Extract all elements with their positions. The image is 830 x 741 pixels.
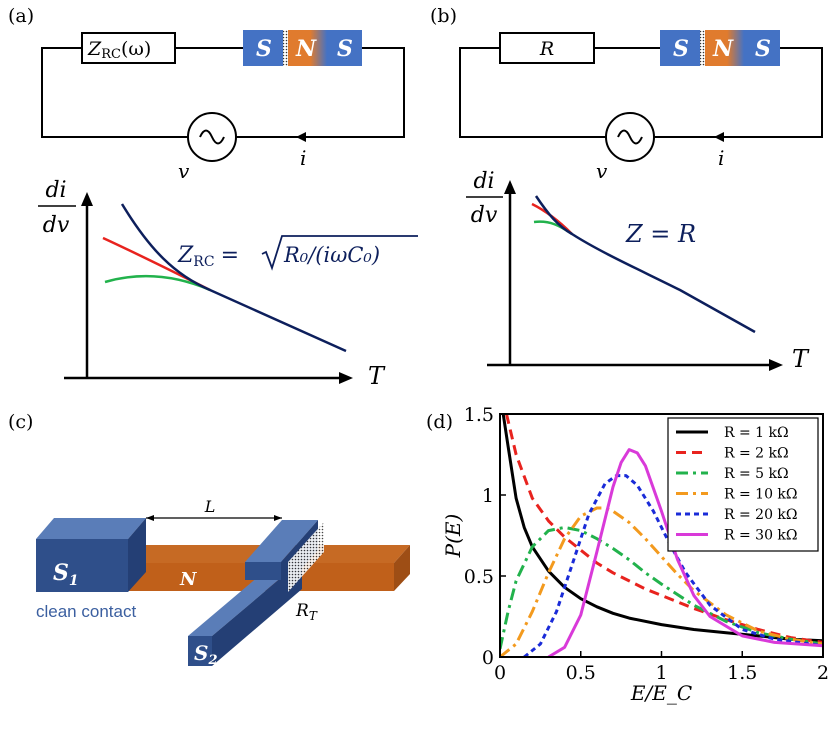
y-tick-label-3: 1.5 xyxy=(464,404,494,426)
x-tick-label-0: 0 xyxy=(494,662,506,684)
resistor-box xyxy=(499,32,595,64)
formula-a-sqrt-sign xyxy=(261,235,418,271)
junction-b-s-right xyxy=(744,30,780,66)
s2-stick-side xyxy=(212,560,302,666)
plot-b-y-arrow xyxy=(504,180,516,194)
junction-a-s-right xyxy=(327,30,362,66)
curve-b-navy xyxy=(534,195,756,334)
y-tick-label-1: 0.5 xyxy=(464,566,494,588)
current-arrow-a xyxy=(296,132,306,142)
s2-bridge-front xyxy=(245,562,281,580)
plot-b-ylabel-num: di xyxy=(473,169,494,194)
current-b-label: i xyxy=(718,146,724,170)
curve-a-navy xyxy=(120,203,347,353)
junction-b-s1-label: S xyxy=(673,36,689,62)
resistor-label: R xyxy=(539,38,554,60)
legend-box xyxy=(667,417,819,552)
series-line-6 xyxy=(547,448,823,657)
s1-label: S1 xyxy=(53,560,79,589)
junction-a-n-label: N xyxy=(295,36,317,62)
panel-d: (d) 0 0.5 1 1.5 2 0 0.5 1 1.5E/E_C P(E) R = 1 kΩ R … xyxy=(426,404,829,705)
legend-label-6: R = 30 kΩ xyxy=(724,528,798,544)
s1-side xyxy=(128,518,146,592)
panel-b-tag: (b) xyxy=(430,5,457,27)
plot-a-ylabel-den: dv xyxy=(43,213,70,238)
n-bar-side xyxy=(394,545,410,591)
junction-a-n xyxy=(285,30,327,66)
impedance-label: ZRC(ω) xyxy=(87,38,151,62)
plot-a-x-arrow xyxy=(339,372,353,384)
plot-a-y-arrow xyxy=(81,192,93,206)
length-arrow-head-left xyxy=(146,515,154,521)
panel-a-tag: (a) xyxy=(8,5,34,27)
x-tick-label-2: 1 xyxy=(655,662,667,684)
legend-label-2: R = 2 kΩ xyxy=(724,446,789,462)
circuit-a-wire-left xyxy=(41,47,188,138)
rt-label: RT xyxy=(295,601,318,623)
impedance-box xyxy=(81,32,176,64)
panel-b: (b) R S N S v i di dv T Z = R xyxy=(430,5,823,373)
circuit-a-wire-right xyxy=(236,47,405,138)
formula-b: Z = R xyxy=(625,220,696,248)
current-a-label: i xyxy=(300,146,306,170)
plot-b-xlabel: T xyxy=(792,345,810,373)
series-line-3 xyxy=(500,525,823,650)
formula-a-root: R₀/(iωC₀) xyxy=(283,243,380,267)
x-axis-label: E/E_C xyxy=(630,681,692,705)
junction-b-s-left xyxy=(660,30,702,66)
plot-b-ylabel-den: dv xyxy=(471,203,498,228)
length-label: L xyxy=(204,497,216,516)
s1-top xyxy=(36,518,146,539)
junction-b-s2-label: S xyxy=(755,36,771,62)
legend-label-5: R = 20 kΩ xyxy=(724,507,798,523)
panel-c: (c) S1 clean contact S2 RT N L xyxy=(8,411,410,668)
legend-label-3: R = 5 kΩ xyxy=(724,466,789,482)
junction-a-s-left xyxy=(243,30,285,66)
legend-label-4: R = 10 kΩ xyxy=(724,487,798,503)
clean-contact-label: clean contact xyxy=(36,602,136,621)
x-tick-label-3: 1.5 xyxy=(727,662,757,684)
formula-a: ZRC= xyxy=(177,243,239,270)
tunnel-barrier xyxy=(288,522,324,592)
legend-label-1: R = 1 kΩ xyxy=(724,425,789,441)
source-a-label: v xyxy=(178,159,190,183)
panel-a: (a) ZRC(ω) S N S v i di dv T xyxy=(8,5,418,390)
s2-stick-front xyxy=(188,636,212,666)
n-label: N xyxy=(179,569,198,590)
source-b-label: v xyxy=(596,159,608,183)
circuit-b-wire-right xyxy=(654,47,823,138)
junction-a-barrier xyxy=(283,30,288,66)
length-arrow-head-right xyxy=(274,515,282,521)
junction-b-n-label: N xyxy=(712,36,734,62)
series-line-5 xyxy=(523,474,823,657)
chart-p-of-e: 0 0.5 1 1.5 2 0 0.5 1 1.5E/E_C P(E) R = 1 kΩ R = 2 … xyxy=(441,404,829,705)
circuit-b-wire-left xyxy=(459,47,606,138)
series-line-4 xyxy=(500,506,823,657)
s2-bridge-top xyxy=(245,520,318,562)
junction-a-s1-label: S xyxy=(256,36,272,62)
y-tick-label-2: 1 xyxy=(482,485,494,507)
plot-a-xlabel: T xyxy=(368,362,386,390)
panel-d-tag: (d) xyxy=(426,411,453,433)
y-tick-label-0: 0 xyxy=(482,647,494,669)
sine-wave-b-icon xyxy=(617,129,643,145)
junction-b-n xyxy=(702,30,744,66)
x-tick-label-4: 2 xyxy=(817,662,829,684)
series-line-2 xyxy=(505,414,823,644)
panel-c-tag: (c) xyxy=(8,411,33,433)
s1-front xyxy=(36,539,128,592)
s2-label: S2 xyxy=(194,641,218,668)
y-axis-label: P(E) xyxy=(441,514,465,559)
plot-b-x-arrow xyxy=(769,359,783,371)
current-arrow-b xyxy=(714,132,724,142)
junction-b-barrier xyxy=(700,30,705,66)
sine-wave-a-icon xyxy=(199,129,225,145)
x-tick-label-1: 0.5 xyxy=(566,662,596,684)
plot-a-ylabel-num: di xyxy=(45,178,66,203)
junction-a-s2-label: S xyxy=(337,36,353,62)
